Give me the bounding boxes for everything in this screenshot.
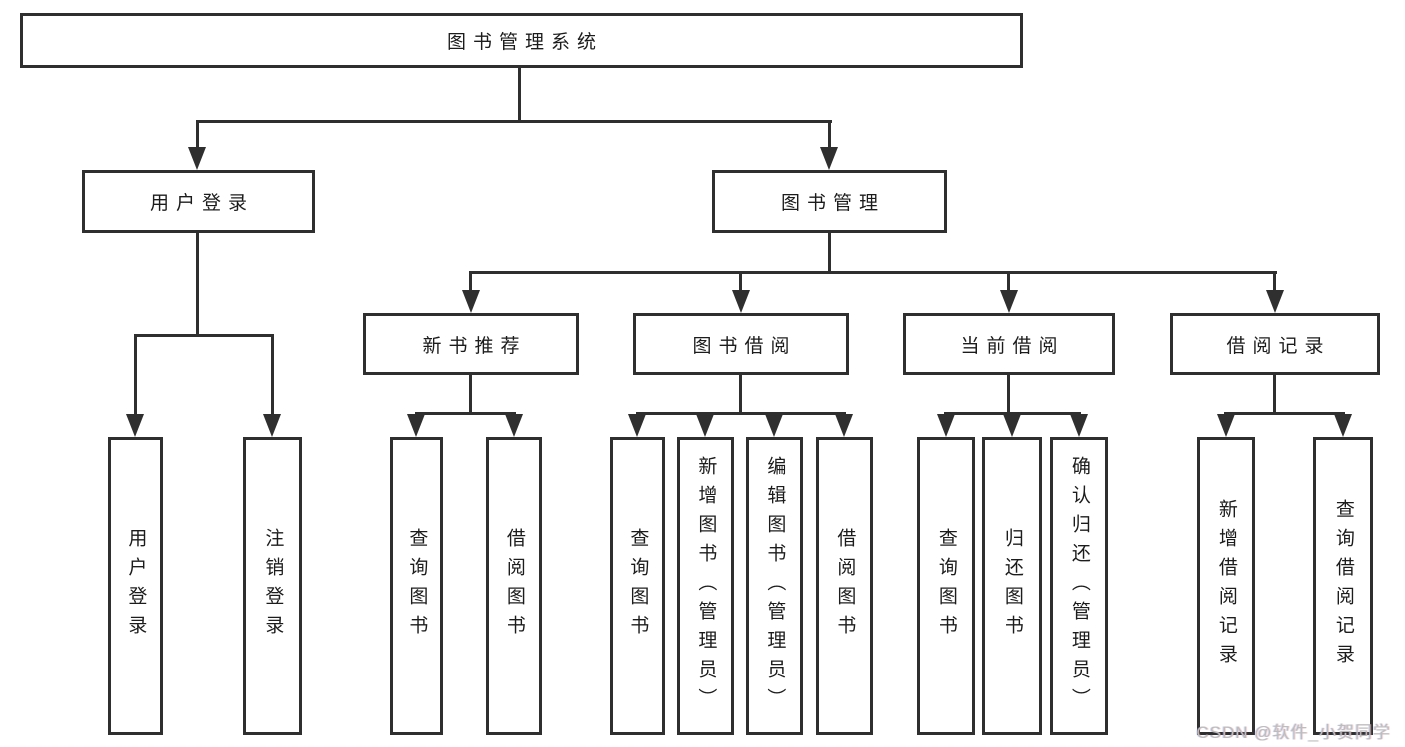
node-label: 借阅记录 [1226, 335, 1331, 357]
node-label: 查询图书 [935, 528, 957, 644]
node-book-management: 图书管理 [712, 170, 947, 233]
connector-bus [944, 412, 1081, 415]
node-label: 借阅图书 [503, 528, 525, 644]
node-label: 归还图书 [1001, 528, 1023, 644]
node-label: 借阅图书 [834, 528, 856, 644]
node-library-system: 图书管理系统 [20, 13, 1023, 68]
node-label: 查询借阅记录 [1332, 499, 1354, 673]
arrowhead [263, 414, 281, 437]
node-borrow-records: 借阅记录 [1170, 313, 1380, 375]
csdn-watermark: CSDN @软件_小贺同学 [1196, 723, 1391, 742]
connector-line [828, 120, 831, 152]
connector-line [1007, 375, 1010, 414]
node-label: 查询图书 [627, 528, 649, 644]
arrowhead [188, 147, 206, 170]
arrowhead [696, 414, 714, 437]
connector-bus [1224, 412, 1345, 415]
node-label: 新增图书（管理员） [695, 455, 717, 717]
node-add-borrow-record: 新增借阅记录 [1197, 437, 1255, 735]
node-label: 确认归还（管理员） [1068, 455, 1090, 717]
connector-line [271, 334, 274, 418]
arrowhead [1000, 290, 1018, 313]
node-add-books-admin: 新增图书（管理员） [677, 437, 734, 735]
arrowhead [1003, 414, 1021, 437]
connector-line [1007, 271, 1010, 293]
node-label: 用户登录 [125, 528, 147, 644]
node-label: 新书推荐 [422, 335, 527, 357]
connector-bus [469, 271, 1277, 274]
arrowhead [765, 414, 783, 437]
node-query-books-3: 查询图书 [917, 437, 975, 735]
arrowhead [1070, 414, 1088, 437]
arrowhead [628, 414, 646, 437]
arrowhead [126, 414, 144, 437]
node-label: 查询图书 [406, 528, 428, 644]
connector-line [134, 334, 137, 418]
node-label: 注销登录 [262, 528, 284, 644]
node-query-books-2: 查询图书 [610, 437, 665, 735]
node-confirm-return-admin: 确认归还（管理员） [1050, 437, 1108, 735]
node-borrow-books-1: 借阅图书 [486, 437, 542, 735]
node-label: 图书借阅 [692, 335, 797, 357]
connector-line [196, 233, 199, 336]
connector-line [1273, 375, 1276, 414]
node-edit-books-admin: 编辑图书（管理员） [746, 437, 803, 735]
arrowhead [1334, 414, 1352, 437]
connector-line [196, 120, 199, 152]
node-query-borrow-record: 查询借阅记录 [1313, 437, 1373, 735]
node-user-login-leaf: 用户登录 [108, 437, 163, 735]
node-borrow-books-2: 借阅图书 [816, 437, 873, 735]
connector-line [739, 271, 742, 293]
arrowhead [462, 290, 480, 313]
arrowhead [937, 414, 955, 437]
connector-line [1273, 271, 1276, 293]
arrowhead [835, 414, 853, 437]
node-label: 用户登录 [149, 193, 254, 214]
connector-line [469, 375, 472, 414]
connector-bus [415, 412, 516, 415]
node-book-borrowing: 图书借阅 [633, 313, 849, 375]
node-label: 当前借阅 [960, 335, 1065, 357]
node-current-borrowing: 当前借阅 [903, 313, 1115, 375]
arrowhead [1217, 414, 1235, 437]
arrowhead [407, 414, 425, 437]
connector-line [518, 68, 521, 120]
connector-line [739, 375, 742, 414]
arrowhead [820, 147, 838, 170]
node-logout: 注销登录 [243, 437, 302, 735]
node-user-login: 用户登录 [82, 170, 315, 233]
node-label: 编辑图书（管理员） [764, 455, 786, 717]
node-query-books-1: 查询图书 [390, 437, 443, 735]
connector-line [469, 271, 472, 293]
connector-line [828, 233, 831, 274]
connector-bus [196, 120, 832, 123]
connector-bus [636, 412, 846, 415]
node-label: 图书管理 [780, 193, 885, 214]
node-new-book-recommend: 新书推荐 [363, 313, 579, 375]
arrowhead [1266, 290, 1284, 313]
node-label: 图书管理系统 [446, 32, 603, 53]
node-return-books: 归还图书 [982, 437, 1042, 735]
arrowhead [505, 414, 523, 437]
arrowhead [732, 290, 750, 313]
node-label: 新增借阅记录 [1215, 499, 1237, 673]
connector-bus [134, 334, 274, 337]
